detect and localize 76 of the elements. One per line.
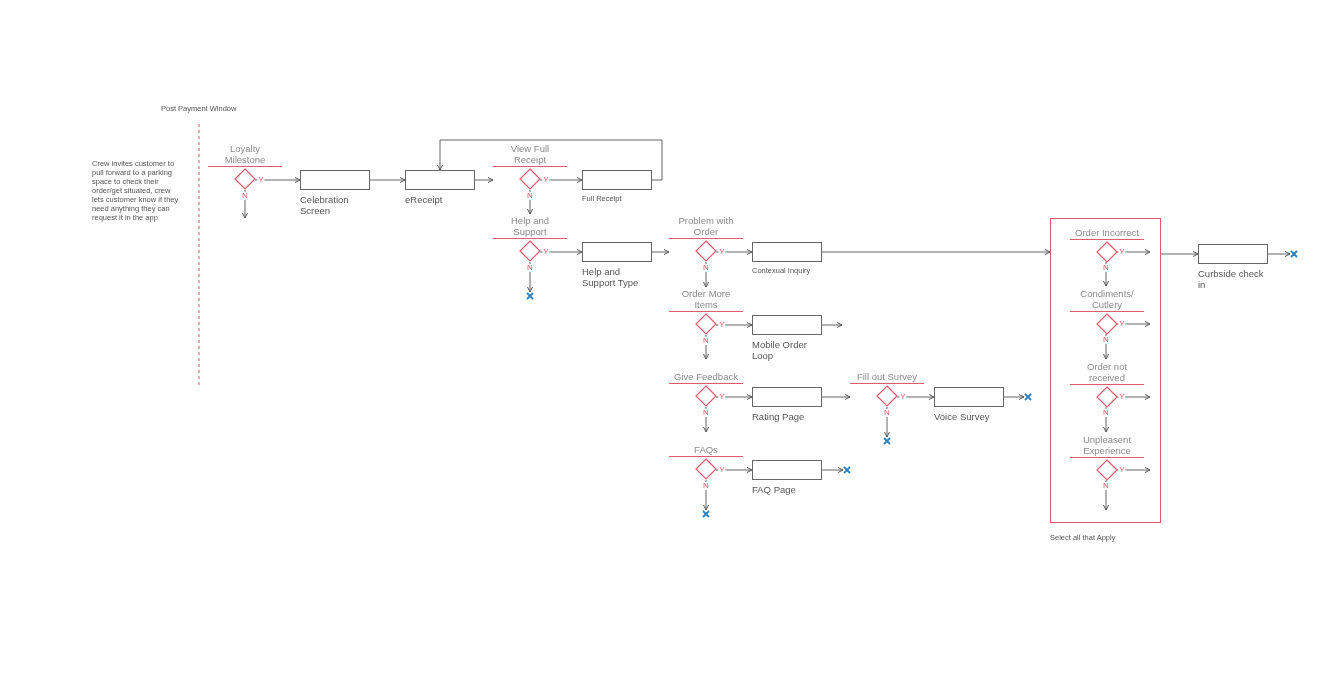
edge-label: Y xyxy=(542,176,550,184)
edge-label: N xyxy=(702,409,710,417)
arrow xyxy=(527,261,533,293)
arrow xyxy=(1115,394,1151,400)
decision-label: Help and Support xyxy=(493,214,567,239)
decision-label: FAQs xyxy=(669,432,743,457)
screen-label: Rating Page xyxy=(752,411,806,422)
edge-label: N xyxy=(702,264,710,272)
edge-label: N xyxy=(526,264,534,272)
arrow xyxy=(896,394,935,400)
arrow xyxy=(884,406,890,438)
screen-label: Curbside check in xyxy=(1198,268,1265,290)
edge-label: N xyxy=(1102,482,1110,490)
edge-label: Y xyxy=(718,321,726,329)
arrow xyxy=(651,249,670,255)
arrow xyxy=(539,177,583,183)
edge-label: N xyxy=(1102,336,1110,344)
arrow xyxy=(1115,249,1151,255)
arrow xyxy=(715,467,753,473)
edge-label: N xyxy=(1102,409,1110,417)
arrow xyxy=(703,479,709,511)
edge-label: N xyxy=(241,192,249,200)
edge-label: Y xyxy=(899,393,907,401)
edge-label: N xyxy=(702,482,710,490)
decision-label: Problem with Order xyxy=(669,214,743,239)
decision-label: Fill out Survey xyxy=(850,359,924,384)
edge-label: N xyxy=(883,409,891,417)
arrow xyxy=(1003,394,1025,400)
edge-label: N xyxy=(1102,264,1110,272)
arrow xyxy=(1160,251,1199,257)
arrow xyxy=(821,249,1051,255)
decision-label: Loyalty Milestone xyxy=(208,142,282,167)
edge-label: Y xyxy=(1118,320,1126,328)
screen-label: Mobile Order Loop xyxy=(752,339,808,361)
edge-label: Y xyxy=(718,466,726,474)
arrow xyxy=(715,249,753,255)
decision-label: Condiments/ Cutlery xyxy=(1070,287,1144,312)
arrow xyxy=(369,177,406,183)
decision-label: Order Incorrect xyxy=(1070,215,1144,240)
edge-label: Y xyxy=(542,248,550,256)
arrow xyxy=(1115,321,1151,327)
arrow xyxy=(1103,406,1109,433)
edge-label: Y xyxy=(1118,248,1126,256)
edge-label: Y xyxy=(1118,393,1126,401)
arrow xyxy=(715,322,753,328)
arrow xyxy=(703,261,709,288)
edge-label: N xyxy=(702,337,710,345)
decision-label: Unpleasent Experience xyxy=(1070,433,1144,458)
arrow xyxy=(539,249,583,255)
arrow xyxy=(1267,251,1291,257)
arrow xyxy=(242,189,248,219)
screen-label: Help and Support Type xyxy=(582,266,640,288)
screen-label: Celebration Screen xyxy=(300,194,350,216)
decision-label: View Full Receipt xyxy=(493,142,567,167)
screen-label: FAQ Page xyxy=(752,484,797,495)
edge-label: Y xyxy=(257,176,265,184)
decision-label: Order More Items xyxy=(669,287,743,312)
arrow xyxy=(254,177,301,183)
arrow xyxy=(1115,467,1151,473)
edge-label: Y xyxy=(718,393,726,401)
arrow xyxy=(715,394,753,400)
arrow xyxy=(1103,333,1109,360)
decision-label: Order not received xyxy=(1070,360,1144,385)
arrow xyxy=(437,139,663,181)
arrow xyxy=(821,467,844,473)
arrow xyxy=(474,177,494,183)
edge-label: Y xyxy=(718,248,726,256)
screen-label: Voice Survey xyxy=(934,411,991,422)
arrow xyxy=(703,406,709,433)
arrow xyxy=(821,394,851,400)
edge-label: Y xyxy=(1118,466,1126,474)
decision-label: Give Feedback xyxy=(669,359,743,384)
edge-label: N xyxy=(526,192,534,200)
arrow xyxy=(1103,479,1109,511)
arrow xyxy=(821,322,843,328)
screen-label: eReceipt xyxy=(405,194,444,205)
